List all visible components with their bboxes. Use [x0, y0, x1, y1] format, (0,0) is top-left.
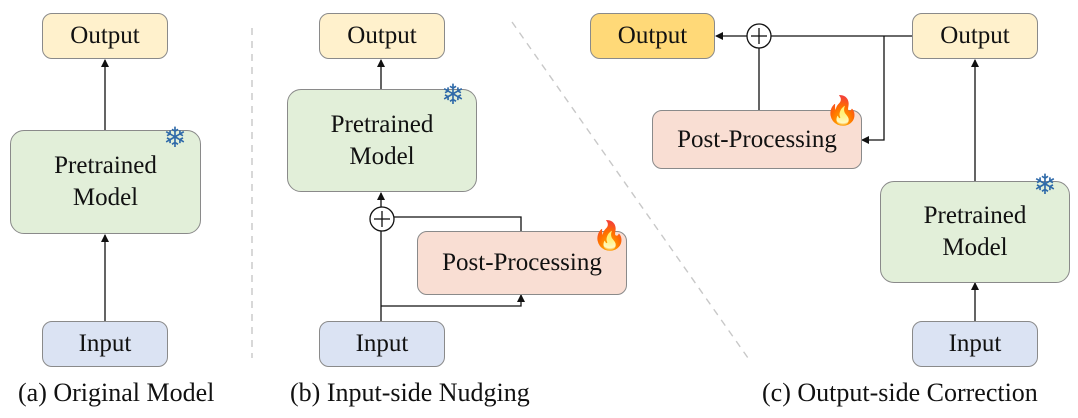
arrow-b-input-to-post	[381, 294, 525, 307]
c-post-processing-label: Post-Processing	[677, 125, 837, 153]
a-input-box: Input	[42, 321, 168, 367]
c-corrected-output-box: Output	[590, 13, 715, 59]
arrow-c-output-to-post	[861, 36, 885, 144]
a-pretrained-model-label: Pretrained Model	[54, 152, 157, 211]
b-input-box: Input	[319, 321, 445, 367]
a-output-label: Output	[70, 22, 140, 49]
plus-circle-icon	[369, 206, 395, 232]
b-pretrained-model-box: Pretrained Model	[287, 89, 477, 192]
a-output-box: Output	[42, 13, 168, 59]
snowflake-icon: ❄	[441, 78, 465, 111]
b-input-label: Input	[355, 330, 409, 357]
c-input-label: Input	[948, 330, 1002, 357]
c-pretrained-model-label: Pretrained Model	[923, 202, 1027, 261]
line-b-post-to-plus	[394, 216, 522, 231]
c-post-processing-box: Post-Processing	[652, 110, 862, 169]
b-output-label: Output	[347, 22, 417, 49]
b-post-processing-box: Post-Processing	[417, 231, 627, 295]
c-corrected-output-label: Output	[617, 22, 688, 49]
fire-icon: 🔥	[825, 94, 860, 127]
c-output-box: Output	[912, 13, 1038, 59]
snowflake-icon: ❄	[1033, 168, 1057, 201]
a-caption: (a) Original Model	[18, 378, 215, 407]
c-input-box: Input	[912, 321, 1038, 367]
plus-circle-icon	[746, 23, 772, 49]
fire-icon: 🔥	[592, 219, 627, 252]
snowflake-icon: ❄	[163, 121, 187, 154]
b-caption: (b) Input-side Nudging	[290, 378, 530, 407]
b-output-box: Output	[319, 13, 445, 59]
b-post-processing-label: Post-Processing	[442, 249, 602, 276]
c-output-label: Output	[940, 22, 1010, 49]
c-pretrained-model-box: Pretrained Model	[880, 181, 1070, 283]
c-caption: (c) Output-side Correction	[762, 378, 1038, 407]
b-pretrained-model-label: Pretrained Model	[330, 110, 434, 170]
a-pretrained-model-box: Pretrained Model	[10, 130, 201, 234]
divider-b-c	[511, 21, 749, 359]
a-input-label: Input	[78, 330, 132, 357]
